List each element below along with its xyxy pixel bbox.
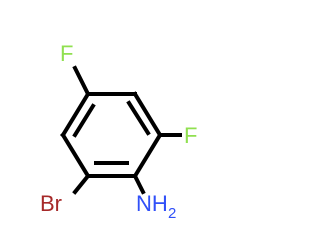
molecule-diagram: F F Br NH 2 bbox=[40, 41, 198, 222]
ring-bond-top-left bbox=[60, 91, 91, 138]
bond-to-bromine bbox=[72, 173, 91, 195]
bond-to-amine bbox=[132, 173, 146, 195]
ring-bond-bottom-right bbox=[132, 132, 163, 179]
double-bond-inner-right bbox=[126, 100, 151, 136]
ring-bond-left bbox=[60, 132, 91, 179]
amine-nh-text: NH bbox=[136, 191, 168, 216]
structure-drawing: F F Br NH 2 bbox=[40, 41, 197, 222]
bromine-label: Br bbox=[40, 191, 62, 216]
double-bond-inner-top-left bbox=[72, 103, 96, 138]
fluorine-top-label: F bbox=[60, 41, 73, 66]
amine-label: NH bbox=[136, 191, 168, 216]
bond-to-fluorine-top bbox=[72, 65, 91, 97]
amine-subscript: 2 bbox=[168, 205, 176, 222]
ring-bond-right bbox=[132, 91, 163, 138]
fluorine-right-label: F bbox=[184, 123, 197, 148]
